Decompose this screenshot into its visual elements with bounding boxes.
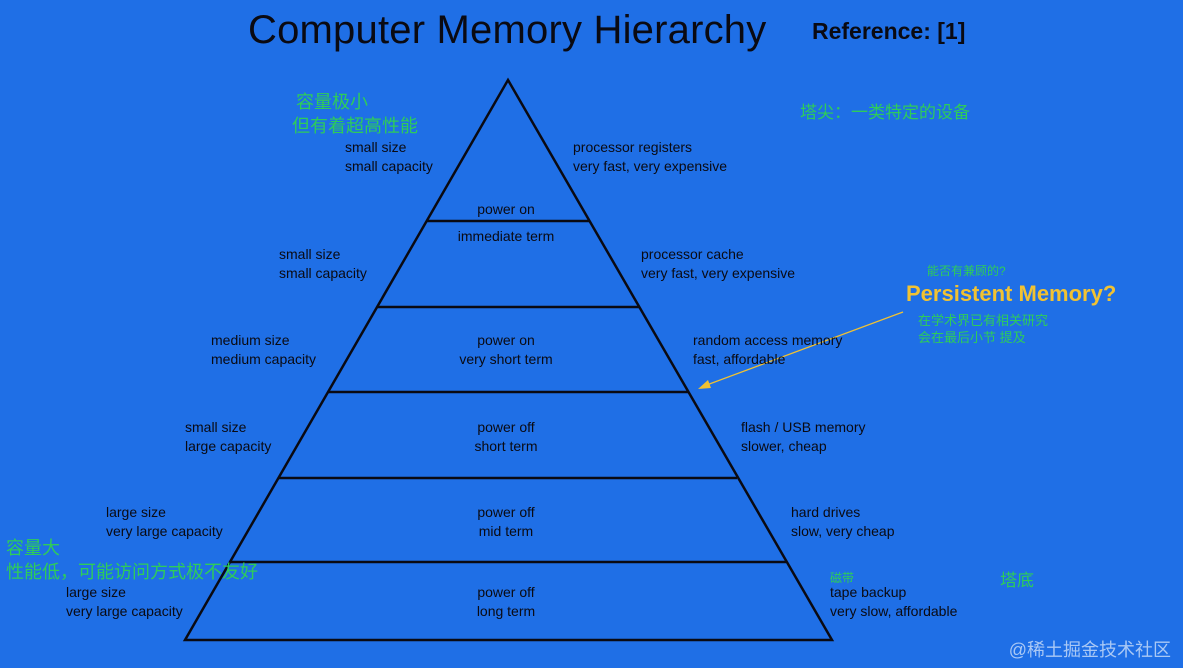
annotation-tape-note: 磁带 bbox=[830, 571, 855, 585]
level-4-device: flash / USB memory bbox=[741, 419, 866, 435]
annotation-top-right: 塔尖：一类特定的设备 bbox=[800, 103, 970, 122]
annotation-persistent-note-line-2: 会在最后小节 提及 bbox=[918, 330, 1026, 345]
annotation-bottom-left-line-1: 容量大 bbox=[6, 538, 60, 558]
annotation-persistent-question: 能否有兼顾的? bbox=[927, 264, 1006, 278]
level-3-device: random access memory bbox=[693, 332, 843, 348]
annotation-bottom-right: 塔底 bbox=[1000, 571, 1034, 590]
level-4-size: small size bbox=[185, 419, 247, 435]
level-5-left-label: large size very large capacity bbox=[106, 503, 223, 540]
level-3-left-label: medium size medium capacity bbox=[211, 331, 316, 368]
level-3-size: medium size bbox=[211, 332, 290, 348]
annotation-bottom-left: 容量大 性能低，可能访问方式极不友好 bbox=[6, 536, 258, 584]
level-5-right-label: hard drives slow, very cheap bbox=[791, 503, 895, 540]
annotation-persistent-note-line-1: 在学术界已有相关研究 bbox=[918, 313, 1049, 328]
level-4-center-label: power off short term bbox=[416, 418, 596, 455]
level-4-capacity: large capacity bbox=[185, 437, 272, 454]
level-5-size: large size bbox=[106, 504, 166, 520]
level-4-left-label: small size large capacity bbox=[185, 418, 271, 455]
level-6-center-label: power off long term bbox=[416, 583, 596, 620]
level-1-device: processor registers bbox=[573, 139, 693, 155]
level-1-right-label: processor registers very fast, very expe… bbox=[573, 138, 727, 175]
level-6-capacity: very large capacity bbox=[66, 602, 183, 619]
level-2-speed-cost: very fast, very expensive bbox=[641, 264, 796, 281]
page-title: Computer Memory Hierarchy bbox=[248, 8, 767, 52]
level-3-term: very short term bbox=[459, 350, 553, 367]
level-3-center-label: power on very short term bbox=[416, 331, 596, 368]
level-4-term: short term bbox=[474, 437, 538, 454]
reference-label: Reference: [1] bbox=[812, 18, 966, 44]
level-5-power: power off bbox=[477, 504, 535, 520]
level-1-capacity: small capacity bbox=[345, 157, 433, 174]
level-6-left-label: large size very large capacity bbox=[66, 583, 183, 620]
level-5-term: mid term bbox=[478, 522, 534, 539]
level-1-speed-cost: very fast, very expensive bbox=[573, 157, 728, 174]
level-6-right-label: tape backup very slow, affordable bbox=[830, 583, 957, 620]
level-1-left-label: small size small capacity bbox=[345, 138, 433, 175]
annotation-top-left: 容量极小 但有着超高性能 bbox=[292, 90, 418, 138]
level-2-capacity: small capacity bbox=[279, 264, 367, 281]
annotation-top-left-line-1: 容量极小 bbox=[296, 92, 368, 112]
annotation-persistent-note: 在学术界已有相关研究 会在最后小节 提及 bbox=[918, 312, 1048, 346]
level-6-size: large size bbox=[66, 584, 126, 600]
level-3-capacity: medium capacity bbox=[211, 350, 317, 367]
annotation-persistent-title: Persistent Memory? bbox=[906, 281, 1117, 306]
level-5-device: hard drives bbox=[791, 504, 861, 520]
level-1-size: small size bbox=[345, 139, 407, 155]
level-2-size: small size bbox=[279, 246, 341, 262]
level-2-device: processor cache bbox=[641, 246, 744, 262]
level-6-device: tape backup bbox=[830, 584, 907, 600]
level-2-right-label: processor cache very fast, very expensiv… bbox=[641, 245, 795, 282]
level-5-capacity: very large capacity bbox=[106, 522, 223, 539]
level-5-center-label: power off mid term bbox=[416, 503, 596, 540]
persistent-memory-arrowhead bbox=[698, 380, 711, 389]
annotation-top-left-line-2: 但有着超高性能 bbox=[292, 116, 418, 136]
level-3-speed-cost: fast, affordable bbox=[693, 350, 786, 367]
level-1-term: immediate term bbox=[457, 228, 555, 244]
level-5-speed-cost: slow, very cheap bbox=[791, 522, 895, 539]
level-6-speed-cost: very slow, affordable bbox=[830, 602, 958, 619]
annotation-bottom-left-line-2: 性能低，可能访问方式极不友好 bbox=[6, 562, 258, 582]
pyramid-outline bbox=[182, 77, 835, 642]
level-4-right-label: flash / USB memory slower, cheap bbox=[741, 418, 865, 455]
level-4-power: power off bbox=[477, 419, 535, 435]
level-4-speed-cost: slower, cheap bbox=[741, 437, 827, 454]
level-3-power: power on bbox=[477, 332, 535, 348]
level-6-term: long term bbox=[476, 602, 536, 619]
persistent-memory-arrow bbox=[703, 311, 904, 387]
watermark: @稀土掘金技术社区 bbox=[1008, 640, 1171, 660]
level-1-power: power on bbox=[477, 201, 535, 217]
level-6-power: power off bbox=[477, 584, 535, 600]
level-3-right-label: random access memory fast, affordable bbox=[693, 331, 842, 368]
level-2-left-label: small size small capacity bbox=[279, 245, 367, 282]
